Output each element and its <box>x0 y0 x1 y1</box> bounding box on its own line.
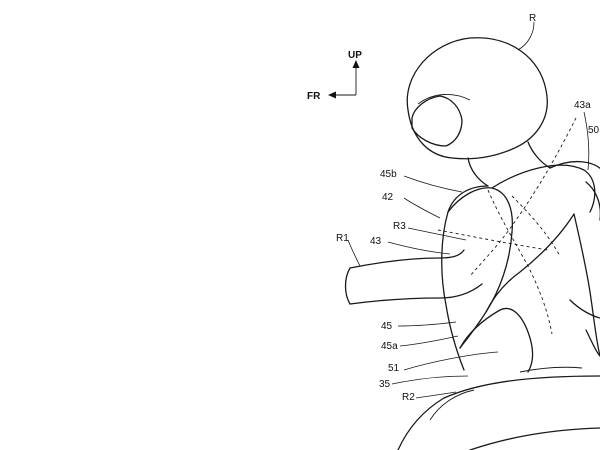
reference-labels: R 43a 50 45b 42 R3 R1 43 45 45a 51 35 R2 <box>336 13 600 403</box>
back-curve <box>573 213 600 357</box>
up-arrow-icon <box>352 60 360 68</box>
leader-43a <box>583 111 590 171</box>
dash-strap-b <box>487 189 553 335</box>
leader-35 <box>391 375 469 385</box>
helmet <box>406 37 548 160</box>
chest-bag-front <box>447 187 514 349</box>
leader-R1 <box>347 239 361 267</box>
leg-fold <box>429 389 475 421</box>
arm-cuff <box>344 267 351 305</box>
label-R1: R1 <box>336 233 349 244</box>
dash-torso-line <box>437 229 549 251</box>
seat-edge <box>469 427 600 450</box>
arm-upper-edge <box>349 249 465 269</box>
arm <box>344 249 483 305</box>
label-35: 35 <box>379 379 391 390</box>
leg-and-seat <box>397 366 600 450</box>
orientation-indicator: UP FR <box>307 50 362 102</box>
label-43a: 43a <box>574 100 591 111</box>
label-R: R <box>529 13 536 24</box>
leader-43 <box>387 241 451 255</box>
label-45b: 45b <box>380 169 397 180</box>
airbag <box>441 161 600 373</box>
leader-45a <box>399 335 459 347</box>
helmet-shell <box>406 37 548 160</box>
leader-R2 <box>415 391 457 399</box>
leader-51 <box>403 351 499 371</box>
leg-upper <box>397 375 600 450</box>
leader-45b <box>403 175 463 193</box>
label-51: 51 <box>388 363 400 374</box>
leader-42 <box>403 197 441 219</box>
arm-lower-edge <box>349 283 483 305</box>
label-43: 43 <box>370 236 382 247</box>
front-label: FR <box>307 91 321 102</box>
front-arrow-icon <box>328 91 336 99</box>
seat-inner <box>519 366 583 373</box>
label-45a: 45a <box>381 341 398 352</box>
visor-edge <box>417 94 471 105</box>
leader-45 <box>397 321 457 327</box>
label-50: 50 <box>588 125 600 136</box>
leader-R3 <box>407 227 467 241</box>
internal-dashes <box>437 117 577 335</box>
leader-R <box>517 21 535 51</box>
helmet-visor <box>411 95 463 147</box>
dash-strap-a <box>469 117 577 277</box>
label-42: 42 <box>382 192 394 203</box>
lower-bag <box>459 307 534 373</box>
dash-inner <box>511 195 561 257</box>
label-45: 45 <box>381 321 393 332</box>
bag-side-panel <box>485 213 575 313</box>
bag-back <box>491 164 596 213</box>
up-label: UP <box>348 50 362 61</box>
label-R2: R2 <box>402 392 415 403</box>
label-R3: R3 <box>393 221 406 232</box>
leader-lines <box>347 21 590 399</box>
neck <box>467 141 551 187</box>
part-50-outline <box>569 181 600 357</box>
